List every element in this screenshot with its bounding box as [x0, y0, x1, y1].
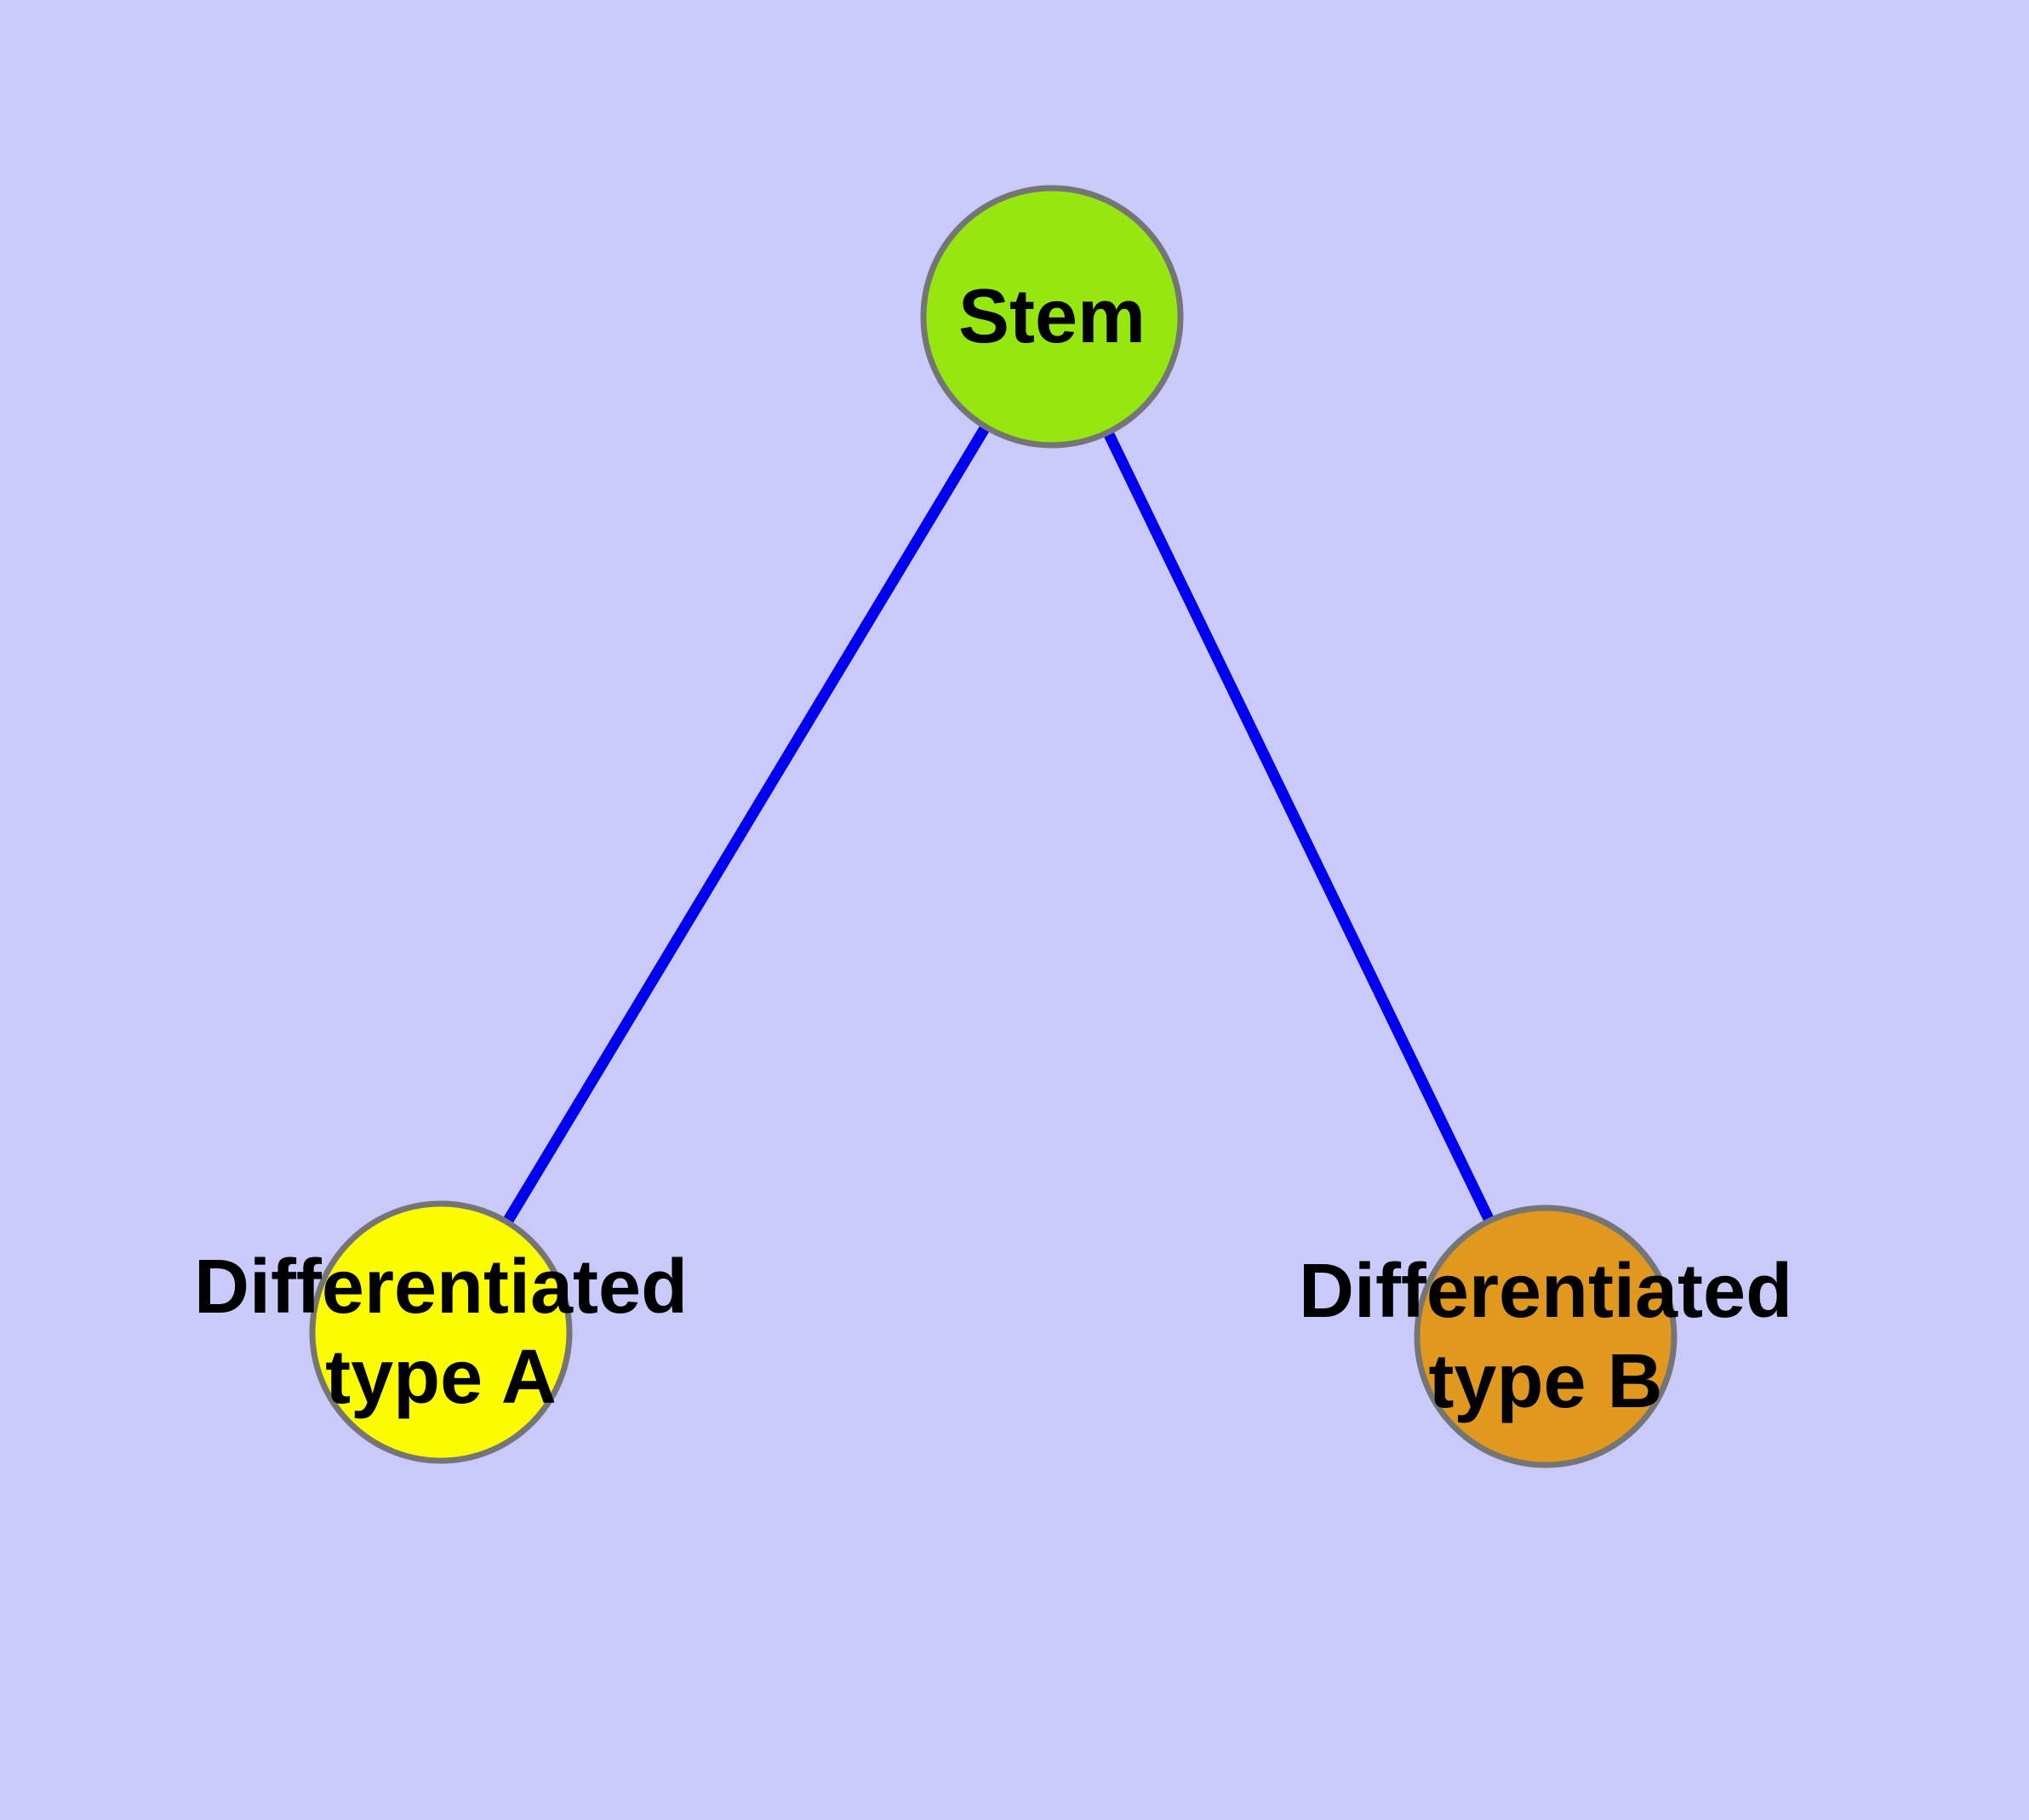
node-differentiated-type-a[interactable] [309, 1200, 573, 1464]
node-differentiated-type-b[interactable] [1414, 1205, 1677, 1468]
node-stem[interactable] [920, 185, 1184, 449]
edge-stem-to-differentiated-type-a [436, 313, 1057, 1336]
edge-stem-to-differentiated-type-b [1047, 314, 1551, 1339]
